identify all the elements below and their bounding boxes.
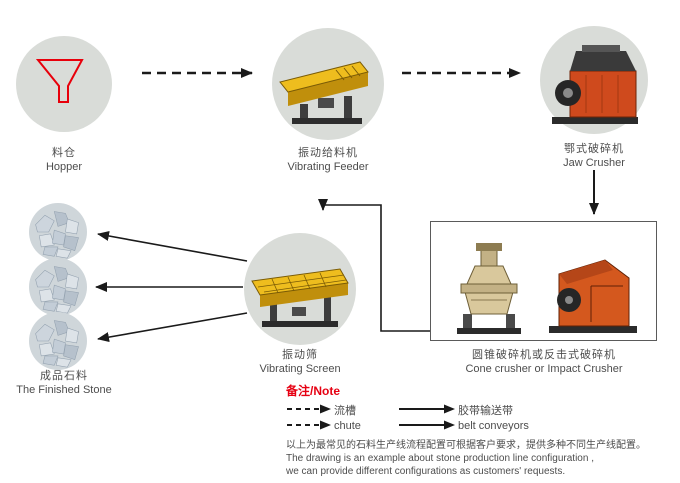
finished-stone-label: 成品石料 The Finished Stone — [0, 369, 128, 397]
jaw-crusher-label-zh: 鄂式破碎机 — [564, 143, 624, 155]
hopper-outline-icon — [35, 59, 84, 103]
vibrating-feeder-label-en: Vibrating Feeder — [287, 161, 369, 173]
solid-arrow-icon — [398, 419, 458, 434]
arrow-screen-to-stone-1 — [97, 231, 248, 262]
vibrating-screen-label-en: Vibrating Screen — [259, 363, 341, 375]
hopper-label-zh: 料仓 — [52, 147, 76, 159]
legend: 备注/Note 流槽 胶带输送带 — [286, 382, 680, 478]
vibrating-screen-label: 振动筛 Vibrating Screen — [240, 348, 360, 376]
arrow-screen-to-stone-3 — [97, 312, 248, 343]
vibrating-feeder-label-zh: 振动给料机 — [298, 147, 358, 159]
vibrating-feeder-icon — [279, 61, 369, 124]
jaw-crusher-node — [540, 26, 648, 134]
legend-row-en: chute belt conveyors — [286, 418, 680, 434]
legend-solid-zh: 胶带输送带 — [458, 405, 513, 417]
secondary-crushers-label: 圆锥破碎机或反击式破碎机 Cone crusher or Impact Crus… — [414, 348, 674, 376]
jaw-crusher-label: 鄂式破碎机 Jaw Crusher — [534, 142, 654, 170]
legend-dashed-en: chute — [334, 420, 361, 432]
footnote-zh: 以上为最常见的石料生产线流程配置可根据客户要求，提供多种不同生产线配置。 — [286, 440, 646, 451]
legend-title: 备注/Note — [286, 384, 341, 398]
finished-stone-label-en: The Finished Stone — [16, 384, 112, 396]
cone-crusher-icon — [456, 243, 521, 334]
vibrating-feeder-label: 振动给料机 Vibrating Feeder — [258, 146, 398, 174]
vibrating-screen-node — [244, 233, 356, 345]
finished-stone-node-3 — [29, 312, 87, 370]
stone-pile-icon — [30, 204, 86, 260]
vibrating-screen-label-zh: 振动筛 — [282, 349, 318, 361]
footnote-en-line1: The drawing is an example about stone pr… — [286, 453, 594, 464]
dashed-arrow-icon — [286, 419, 334, 434]
finished-stone-node-1 — [29, 203, 87, 261]
secondary-crushers-box — [430, 221, 657, 341]
finished-stone-label-zh: 成品石料 — [40, 370, 88, 382]
hopper-label: 料仓 Hopper — [4, 146, 124, 174]
legend-solid-en: belt conveyors — [458, 420, 529, 432]
footnote: 以上为最常见的石料生产线流程配置可根据客户要求，提供多种不同生产线配置。 The… — [286, 439, 680, 478]
legend-row-zh: 流槽 胶带输送带 — [286, 402, 680, 418]
impact-crusher-icon — [548, 259, 637, 333]
secondary-crushers-label-en: Cone crusher or Impact Crusher — [465, 363, 623, 375]
vibrating-feeder-node — [272, 28, 384, 140]
stone-pile-icon — [30, 313, 86, 369]
secondary-crushers-label-zh: 圆锥破碎机或反击式破碎机 — [472, 349, 616, 361]
jaw-crusher-icon — [552, 45, 638, 124]
jaw-crusher-label-en: Jaw Crusher — [563, 157, 625, 169]
dashed-arrow-icon — [286, 403, 334, 418]
vibrating-screen-icon — [251, 268, 349, 327]
hopper-node — [16, 36, 112, 132]
finished-stone-node-2 — [29, 258, 87, 316]
legend-dashed-zh: 流槽 — [334, 405, 356, 417]
stone-pile-icon — [30, 259, 86, 315]
hopper-label-en: Hopper — [45, 161, 83, 173]
solid-arrow-icon — [398, 403, 458, 418]
footnote-en-line2: we can provide different configurations … — [286, 466, 566, 477]
